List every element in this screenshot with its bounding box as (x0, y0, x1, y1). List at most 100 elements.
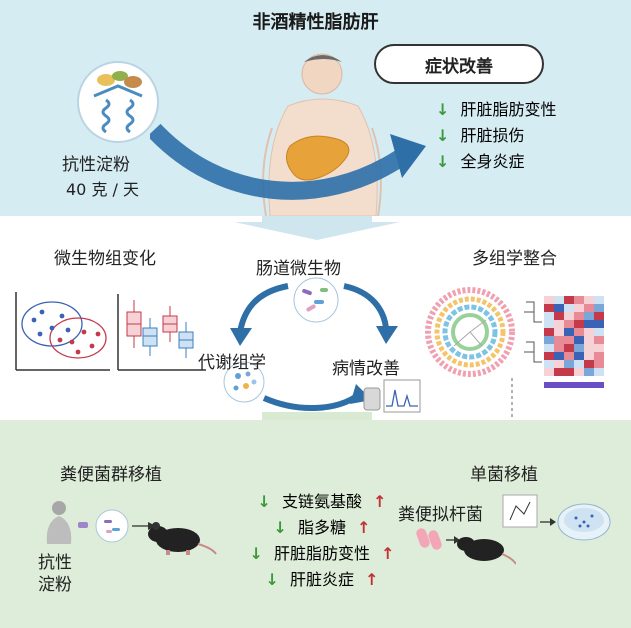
microbiome-heading: 微生物组变化 (54, 249, 156, 269)
heatmap-cell (594, 328, 604, 336)
heatmap-cell (584, 320, 594, 328)
heatmap-cell (594, 360, 604, 368)
down-arrow-icon: ↓ (265, 570, 279, 589)
up-arrow-icon: ↑ (381, 544, 395, 563)
heatmap-cell (544, 368, 554, 376)
heatmap-cell (584, 368, 594, 376)
metabolomics-label: 代谢组学 (198, 353, 266, 373)
heatmap-cell (544, 360, 554, 368)
heatmap-cell (544, 304, 554, 312)
heatmap-cell (554, 320, 564, 328)
down-arrow-icon: ↓ (436, 126, 450, 145)
heatmap-cell (564, 368, 574, 376)
heatmap-cell (544, 344, 554, 352)
heatmap-cell (544, 320, 554, 328)
heatmap-cell (564, 320, 574, 328)
down-arrow-icon: ↓ (436, 152, 450, 171)
effect-row: ↓ 脂多糖 ↑ (232, 514, 412, 540)
heatmap-cell (564, 296, 574, 304)
improvement-list: ↓ 肝脏脂肪变性 ↓ 肝脏损伤 ↓ 全身炎症 (436, 96, 557, 174)
heatmap-cell (554, 328, 564, 336)
heatmap-cell (594, 304, 604, 312)
improvement-item: ↓ 全身炎症 (436, 148, 557, 174)
down-arrow-icon: ↓ (436, 100, 450, 119)
fmt-transfer-icon (78, 509, 156, 543)
heatmap-cell (554, 336, 564, 344)
heatmap-cell (574, 296, 584, 304)
heatmap-cell (554, 352, 564, 360)
heatmap-cell (594, 344, 604, 352)
heatmap-cell (564, 352, 574, 360)
heatmap-cell (574, 352, 584, 360)
molecule-structure-icon (502, 494, 538, 528)
down-arrow-icon: ↓ (273, 518, 287, 537)
heatmap-cell (564, 312, 574, 320)
donor-label-line1: 抗性 (38, 553, 72, 573)
heatmap (524, 296, 604, 388)
up-arrow-icon: ↑ (365, 570, 379, 589)
heatmap-cell (554, 304, 564, 312)
effect-row: ↓ 肝脏脂肪变性 ↑ (232, 540, 412, 566)
heatmap-cell (574, 344, 584, 352)
heatmap-cell (584, 304, 594, 312)
heatmap-cell (564, 360, 574, 368)
bacterium-label: 粪便拟杆菌 (398, 505, 483, 525)
improvement-header: 症状改善 (425, 57, 493, 77)
mouse-icon (148, 522, 217, 555)
heatmap-cell (544, 328, 554, 336)
effect-label: 支链氨基酸 (281, 492, 362, 511)
heatmap-cell (564, 336, 574, 344)
heatmap-cell (574, 328, 584, 336)
heatmap-cell (584, 336, 594, 344)
heatmap-cell (554, 368, 564, 376)
heatmap-cell (584, 312, 594, 320)
heatmap-cell (574, 336, 584, 344)
section-connector-arrow (234, 216, 400, 240)
heatmap-cell (554, 296, 564, 304)
down-arrow-icon: ↓ (249, 544, 263, 563)
heatmap-cell (574, 368, 584, 376)
heatmap-cell (594, 320, 604, 328)
pca-scatter-plot (15, 292, 110, 371)
liver-test-icon (363, 379, 421, 413)
effect-label: 肝脏炎症 (289, 570, 354, 589)
heatmap-cell (574, 312, 584, 320)
heatmap-cell (554, 344, 564, 352)
heatmap-cell (544, 312, 554, 320)
heatmap-cell (594, 352, 604, 360)
donor-person-icon (46, 501, 72, 544)
heatmap-cell (594, 368, 604, 376)
heatmap-cell (584, 344, 594, 352)
circos-plot (425, 287, 515, 377)
improvement-label: 肝脏脂肪变性 (460, 100, 557, 119)
heatmap-cell (554, 312, 564, 320)
fmt-heading: 粪便菌群移植 (60, 465, 162, 485)
down-arrow-icon: ↓ (257, 492, 271, 511)
improvement-label: 肝脏损伤 (460, 126, 525, 145)
heatmap-cell (574, 304, 584, 312)
improvement-label: 全身炎症 (460, 152, 525, 171)
effect-row: ↓ 肝脏炎症 ↑ (232, 566, 412, 592)
top-title: 非酒精性脂肪肝 (252, 12, 379, 33)
petri-dish-icon (540, 503, 611, 541)
multiomics-heading: 多组学整合 (472, 249, 557, 269)
intervention-label: 抗性淀粉 (62, 155, 130, 175)
up-arrow-icon: ↑ (357, 518, 371, 537)
heatmap-cell (594, 296, 604, 304)
heatmap-cell (554, 360, 564, 368)
up-arrow-icon: ↑ (373, 492, 387, 511)
box-plot (117, 294, 206, 371)
disease-improvement-label: 病情改善 (332, 359, 400, 379)
heatmap-cell (574, 360, 584, 368)
effect-row: ↓ 支链氨基酸 ↑ (232, 488, 412, 514)
heatmap-cell (564, 344, 574, 352)
effect-label: 脂多糖 (297, 518, 346, 537)
bacteria-capsule-icon (416, 528, 442, 550)
heatmap-cell (564, 328, 574, 336)
heatmap-cell (564, 304, 574, 312)
heatmap-cell (584, 328, 594, 336)
effects-list: ↓ 支链氨基酸 ↑ ↓ 脂多糖 ↑ ↓ 肝脏脂肪变性 ↑ ↓ 肝脏炎症 ↑ (232, 488, 412, 592)
donor-label-line2: 淀粉 (38, 575, 72, 595)
starch-food-illustration (77, 61, 159, 143)
mono-heading: 单菌移植 (470, 465, 538, 485)
